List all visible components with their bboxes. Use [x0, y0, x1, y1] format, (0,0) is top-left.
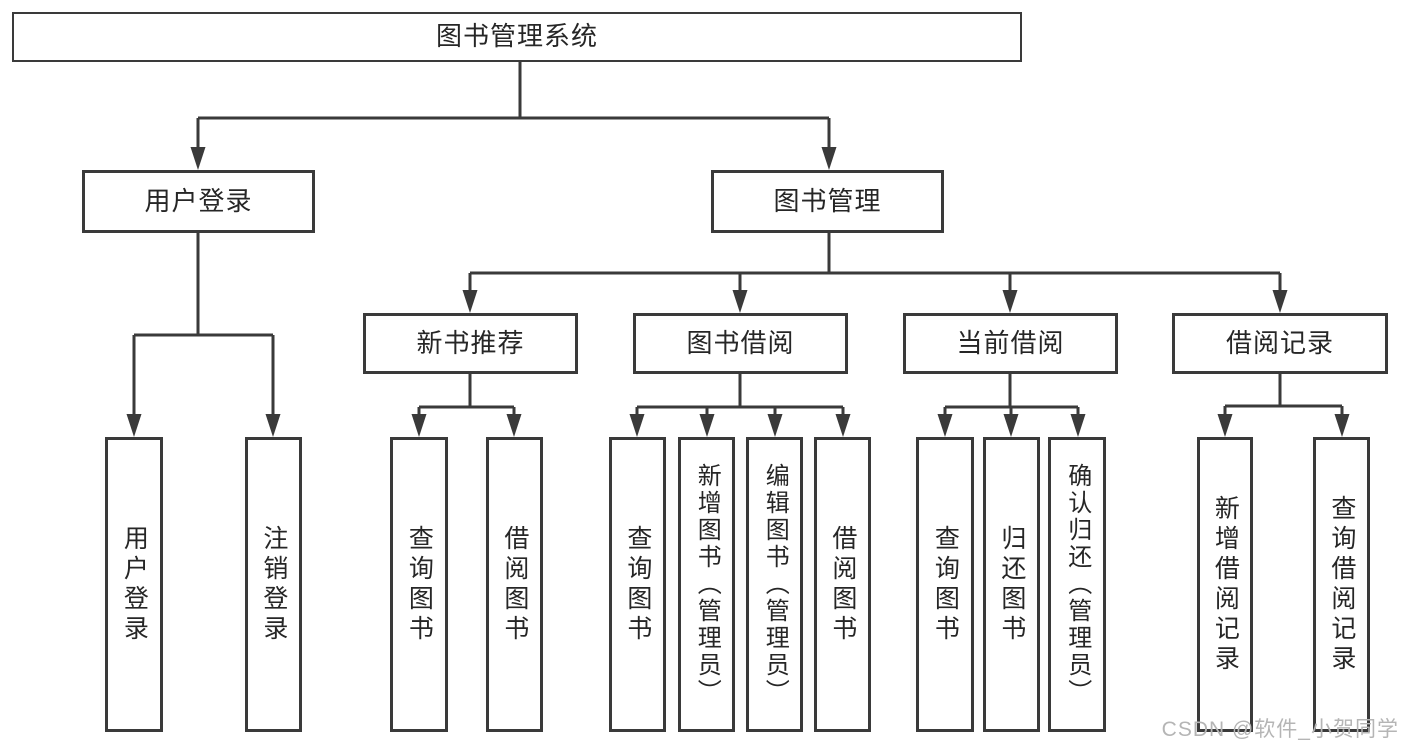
- node-root: 图书管理系统: [12, 12, 1022, 62]
- arrowhead: [629, 414, 645, 437]
- leaf-logout: 注销登录: [245, 437, 302, 732]
- leaf-edit-books-admin: 编辑图书（管理员）: [746, 437, 803, 732]
- leaf-add-books-admin: 新增图书（管理员）: [678, 437, 735, 732]
- leaf-borrow-books-2: 借阅图书: [814, 437, 871, 732]
- arrowhead: [265, 414, 281, 437]
- node-book-borrow: 图书借阅: [633, 313, 848, 374]
- arrowhead: [699, 414, 715, 437]
- arrowhead: [767, 414, 783, 437]
- arrowhead: [462, 290, 478, 313]
- arrowhead: [126, 414, 142, 437]
- arrowhead: [1217, 414, 1233, 437]
- leaf-query-books-2: 查询图书: [609, 437, 666, 732]
- csdn-watermark: CSDN @软件_小贺同学: [1161, 718, 1399, 741]
- arrowhead: [732, 290, 748, 313]
- node-borrow-records: 借阅记录: [1172, 313, 1388, 374]
- arrowhead: [411, 414, 427, 437]
- arrowhead: [1002, 290, 1018, 313]
- arrowhead: [821, 147, 837, 170]
- arrowhead: [835, 414, 851, 437]
- arrowhead: [937, 414, 953, 437]
- arrowhead: [1272, 290, 1288, 313]
- leaf-return-books: 归还图书: [983, 437, 1040, 732]
- arrowhead: [190, 147, 206, 170]
- leaf-add-borrow-record: 新增借阅记录: [1197, 437, 1253, 732]
- leaf-query-books-1: 查询图书: [390, 437, 448, 732]
- leaf-query-borrow-record: 查询借阅记录: [1313, 437, 1370, 732]
- node-book-management: 图书管理: [711, 170, 944, 233]
- node-user-login: 用户登录: [82, 170, 315, 233]
- leaf-user-login: 用户登录: [105, 437, 163, 732]
- arrowhead: [1070, 414, 1086, 437]
- arrowhead: [1003, 414, 1019, 437]
- node-current-borrow: 当前借阅: [903, 313, 1118, 374]
- leaf-borrow-books-1: 借阅图书: [486, 437, 543, 732]
- node-new-book-recommend: 新书推荐: [363, 313, 578, 374]
- arrowhead: [1334, 414, 1350, 437]
- leaf-confirm-return-admin: 确认归还（管理员）: [1048, 437, 1106, 732]
- arrowhead: [506, 414, 522, 437]
- leaf-query-books-3: 查询图书: [916, 437, 974, 732]
